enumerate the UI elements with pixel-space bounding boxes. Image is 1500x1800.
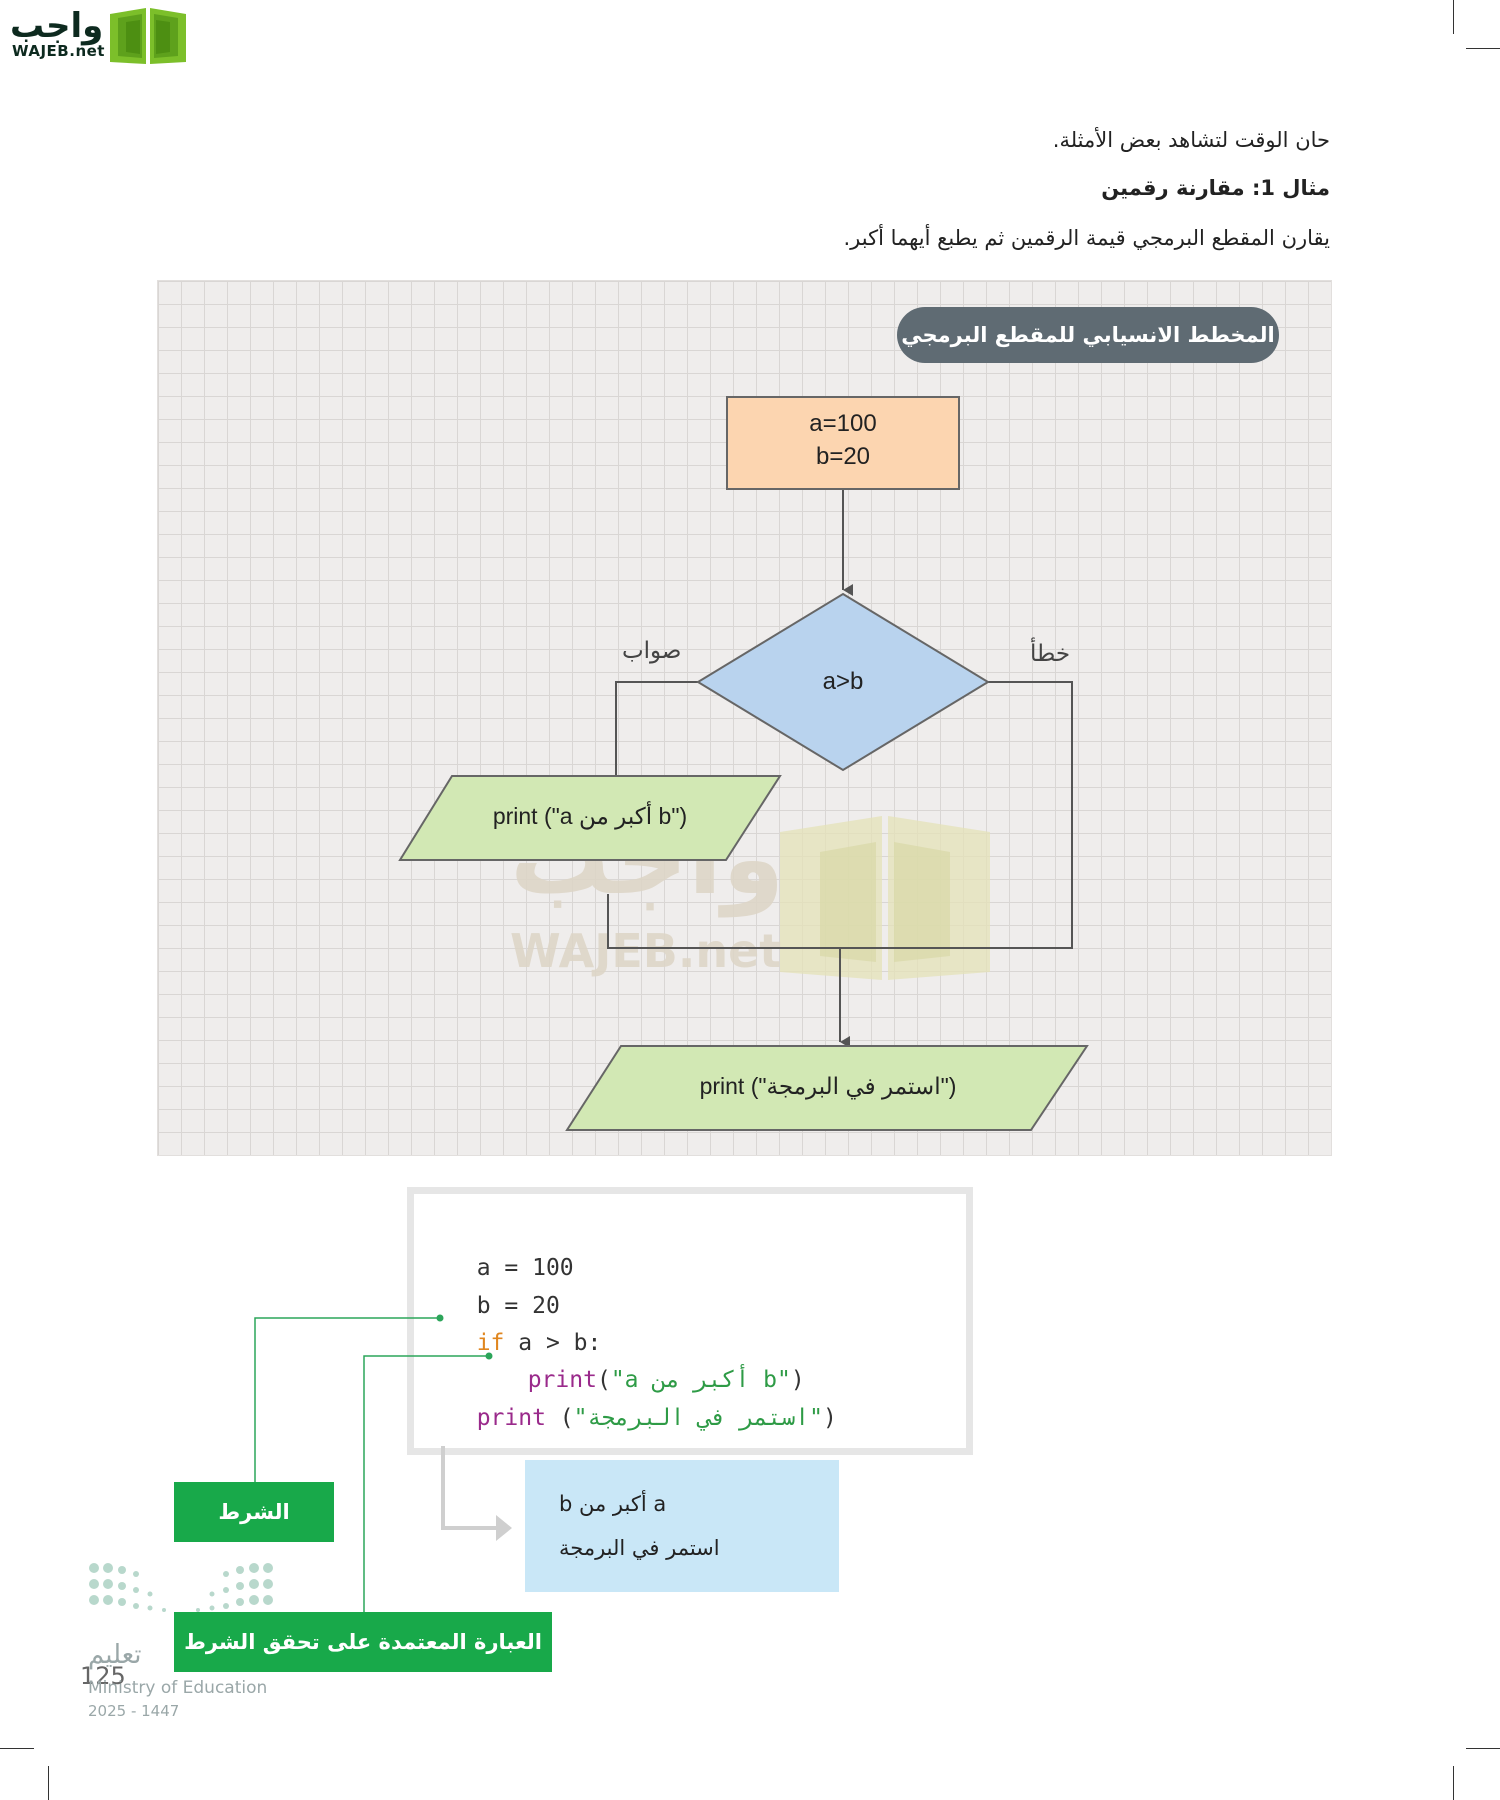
year-label: 2025 - 1447	[88, 1702, 180, 1720]
final-action-text: print ("استمر في البرمجة")	[699, 1073, 957, 1099]
crop-mark	[1466, 48, 1500, 49]
logo-latin: WAJEB.net	[12, 42, 105, 60]
code-box	[407, 1187, 973, 1455]
final-action-shape	[565, 1045, 1089, 1131]
true-branch-label: صواب	[622, 638, 682, 664]
code-token: 100	[532, 1255, 574, 1281]
init-a: a=100	[809, 410, 877, 437]
crop-mark	[48, 1766, 49, 1800]
init-box	[726, 396, 960, 490]
code-token: =	[490, 1293, 533, 1319]
code-line-2: b = 20	[449, 1267, 560, 1319]
ministry-arabic: تعليم	[88, 1640, 142, 1670]
code-token: =	[490, 1255, 533, 1281]
code-token: a > b:	[504, 1330, 602, 1356]
decision-condition: a>b	[822, 668, 864, 695]
true-action-shape	[398, 775, 782, 861]
condition-label: الشرط	[174, 1482, 334, 1542]
init-b: b=20	[815, 443, 871, 470]
code-function: print	[527, 1367, 597, 1393]
true-action-text: print ("a أكبر من b")	[492, 803, 688, 829]
crop-mark	[1453, 1766, 1454, 1800]
code-token: 20	[532, 1293, 560, 1319]
code-string: "a أكبر من b"	[610, 1367, 791, 1393]
false-branch-label: خطأ	[1030, 641, 1071, 667]
code-token: )	[790, 1367, 805, 1393]
crop-mark	[1466, 1748, 1500, 1749]
code-string: "استمر في البرمجة"	[573, 1405, 823, 1431]
code-token: b	[476, 1293, 491, 1319]
statement-label: العبارة المعتمدة على تحقق الشرط	[174, 1612, 552, 1672]
code-token: )	[822, 1405, 837, 1431]
output-box	[525, 1460, 839, 1592]
ministry-logo-icon	[89, 1563, 273, 1612]
watermark-book-icon	[780, 816, 990, 980]
crop-mark	[1453, 0, 1454, 34]
watermark-latin: WAJEB.net	[510, 924, 782, 978]
flowchart-panel	[157, 280, 1332, 1156]
output-line-2: استمر في البرمجة	[559, 1536, 720, 1560]
example-description: يقارن المقطع البرمجي قيمة الرقمين ثم يطب…	[843, 226, 1330, 250]
code-line-3: if a > b:	[449, 1304, 602, 1356]
ministry-name: Ministry of Education	[88, 1678, 268, 1698]
code-function: print	[476, 1405, 546, 1431]
code-token: (	[596, 1367, 611, 1393]
intro-text: حان الوقت لتشاهد بعض الأمثلة.	[1052, 128, 1330, 152]
example-heading: مثال 1: مقارنة رقمين	[1101, 176, 1330, 200]
code-keyword: if	[476, 1330, 505, 1356]
flowchart-title: المخطط الانسيابي للمقطع البرمجي	[897, 307, 1279, 363]
logo-book-icon	[110, 8, 186, 64]
logo-text: واجب	[10, 6, 104, 46]
code-token: (	[545, 1405, 574, 1431]
decision-diamond	[696, 592, 990, 772]
page-number: 125	[80, 1662, 126, 1690]
code-line-5: print ("استمر في البرمجة")	[449, 1379, 837, 1431]
code-token: a	[476, 1255, 491, 1281]
output-line-1: a أكبر من b	[559, 1492, 667, 1516]
code-line-4: print("a أكبر من b")	[500, 1341, 805, 1393]
crop-mark	[0, 1748, 34, 1749]
code-line-1: a = 100	[449, 1229, 574, 1281]
